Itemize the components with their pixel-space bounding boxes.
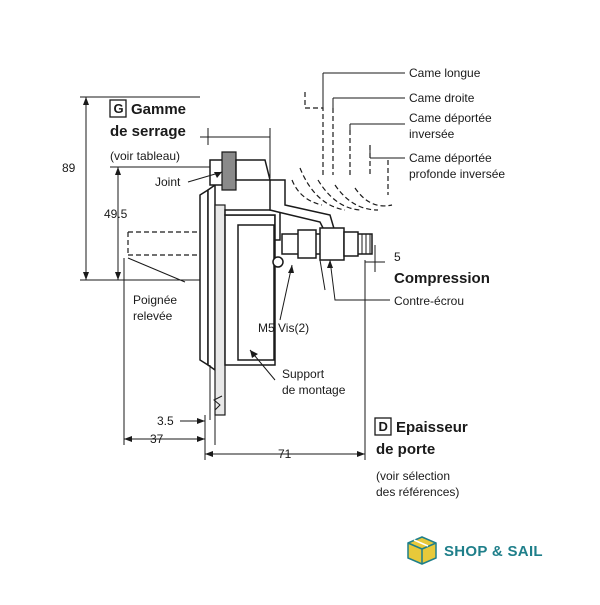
shop-and-sail-logo: SHOP & SAIL [407, 536, 543, 565]
dim-3-5-label: 3.5 [157, 414, 174, 428]
label-gamme-2: de serrage [110, 123, 186, 140]
label-m5-vis: M5 Vis(2) [258, 321, 309, 335]
label-joint: Joint [155, 175, 181, 189]
epaisseur-letter: D [379, 419, 388, 434]
label-epaisseur-4: des références) [376, 485, 459, 499]
label-poignee-1: Poignée [133, 293, 177, 307]
label-compression-value: 5 [394, 250, 401, 264]
label-came-deportee-profonde-2: profonde inversée [409, 167, 505, 181]
label-came-longue: Came longue [409, 66, 481, 80]
label-came-deportee-inversee-1: Came déportée [409, 111, 492, 125]
label-came-deportee-profonde-1: Came déportée [409, 151, 492, 165]
dimension-3-5: 3.5 [157, 414, 216, 445]
door-panel [214, 204, 226, 416]
label-support-1: Support [282, 367, 325, 381]
label-gamme-1: Gamme [131, 101, 186, 118]
box-logo-icon [407, 536, 437, 565]
nut-2 [343, 231, 359, 257]
label-contre-ecrou: Contre-écrou [394, 294, 464, 308]
epaisseur-letter-box [374, 417, 392, 436]
label-epaisseur-2: de porte [376, 441, 435, 458]
gamme-letter: G [114, 101, 124, 116]
label-support-2: de montage [282, 383, 346, 397]
dim-49-5-label: 49.5 [104, 207, 128, 221]
dim-37-label: 37 [150, 432, 164, 446]
label-gamme-3: (voir tableau) [110, 149, 180, 163]
dimension-71: 71 [204, 260, 366, 461]
m5-screw [272, 256, 284, 268]
label-came-deportee-inversee-2: inversée [409, 127, 455, 141]
cam-variants-dashed [291, 92, 393, 211]
label-epaisseur-3: (voir sélection [376, 469, 450, 483]
leader-lines [127, 72, 405, 381]
label-compression: Compression [394, 270, 490, 287]
latch-body [199, 151, 373, 420]
dimension-89: 89 [62, 96, 200, 281]
label-came-droite: Came droite [409, 91, 475, 105]
dim-71-label: 71 [278, 447, 292, 461]
gamme-letter-box [109, 99, 127, 118]
dim-89-label: 89 [62, 161, 76, 175]
dimension-37: 37 [123, 258, 205, 446]
lock-nut [319, 227, 345, 261]
label-epaisseur-1: Epaisseur [396, 419, 468, 436]
logo-text: SHOP & SAIL [444, 543, 543, 560]
label-poignee-2: relevée [133, 309, 173, 323]
nut-1 [297, 229, 317, 259]
